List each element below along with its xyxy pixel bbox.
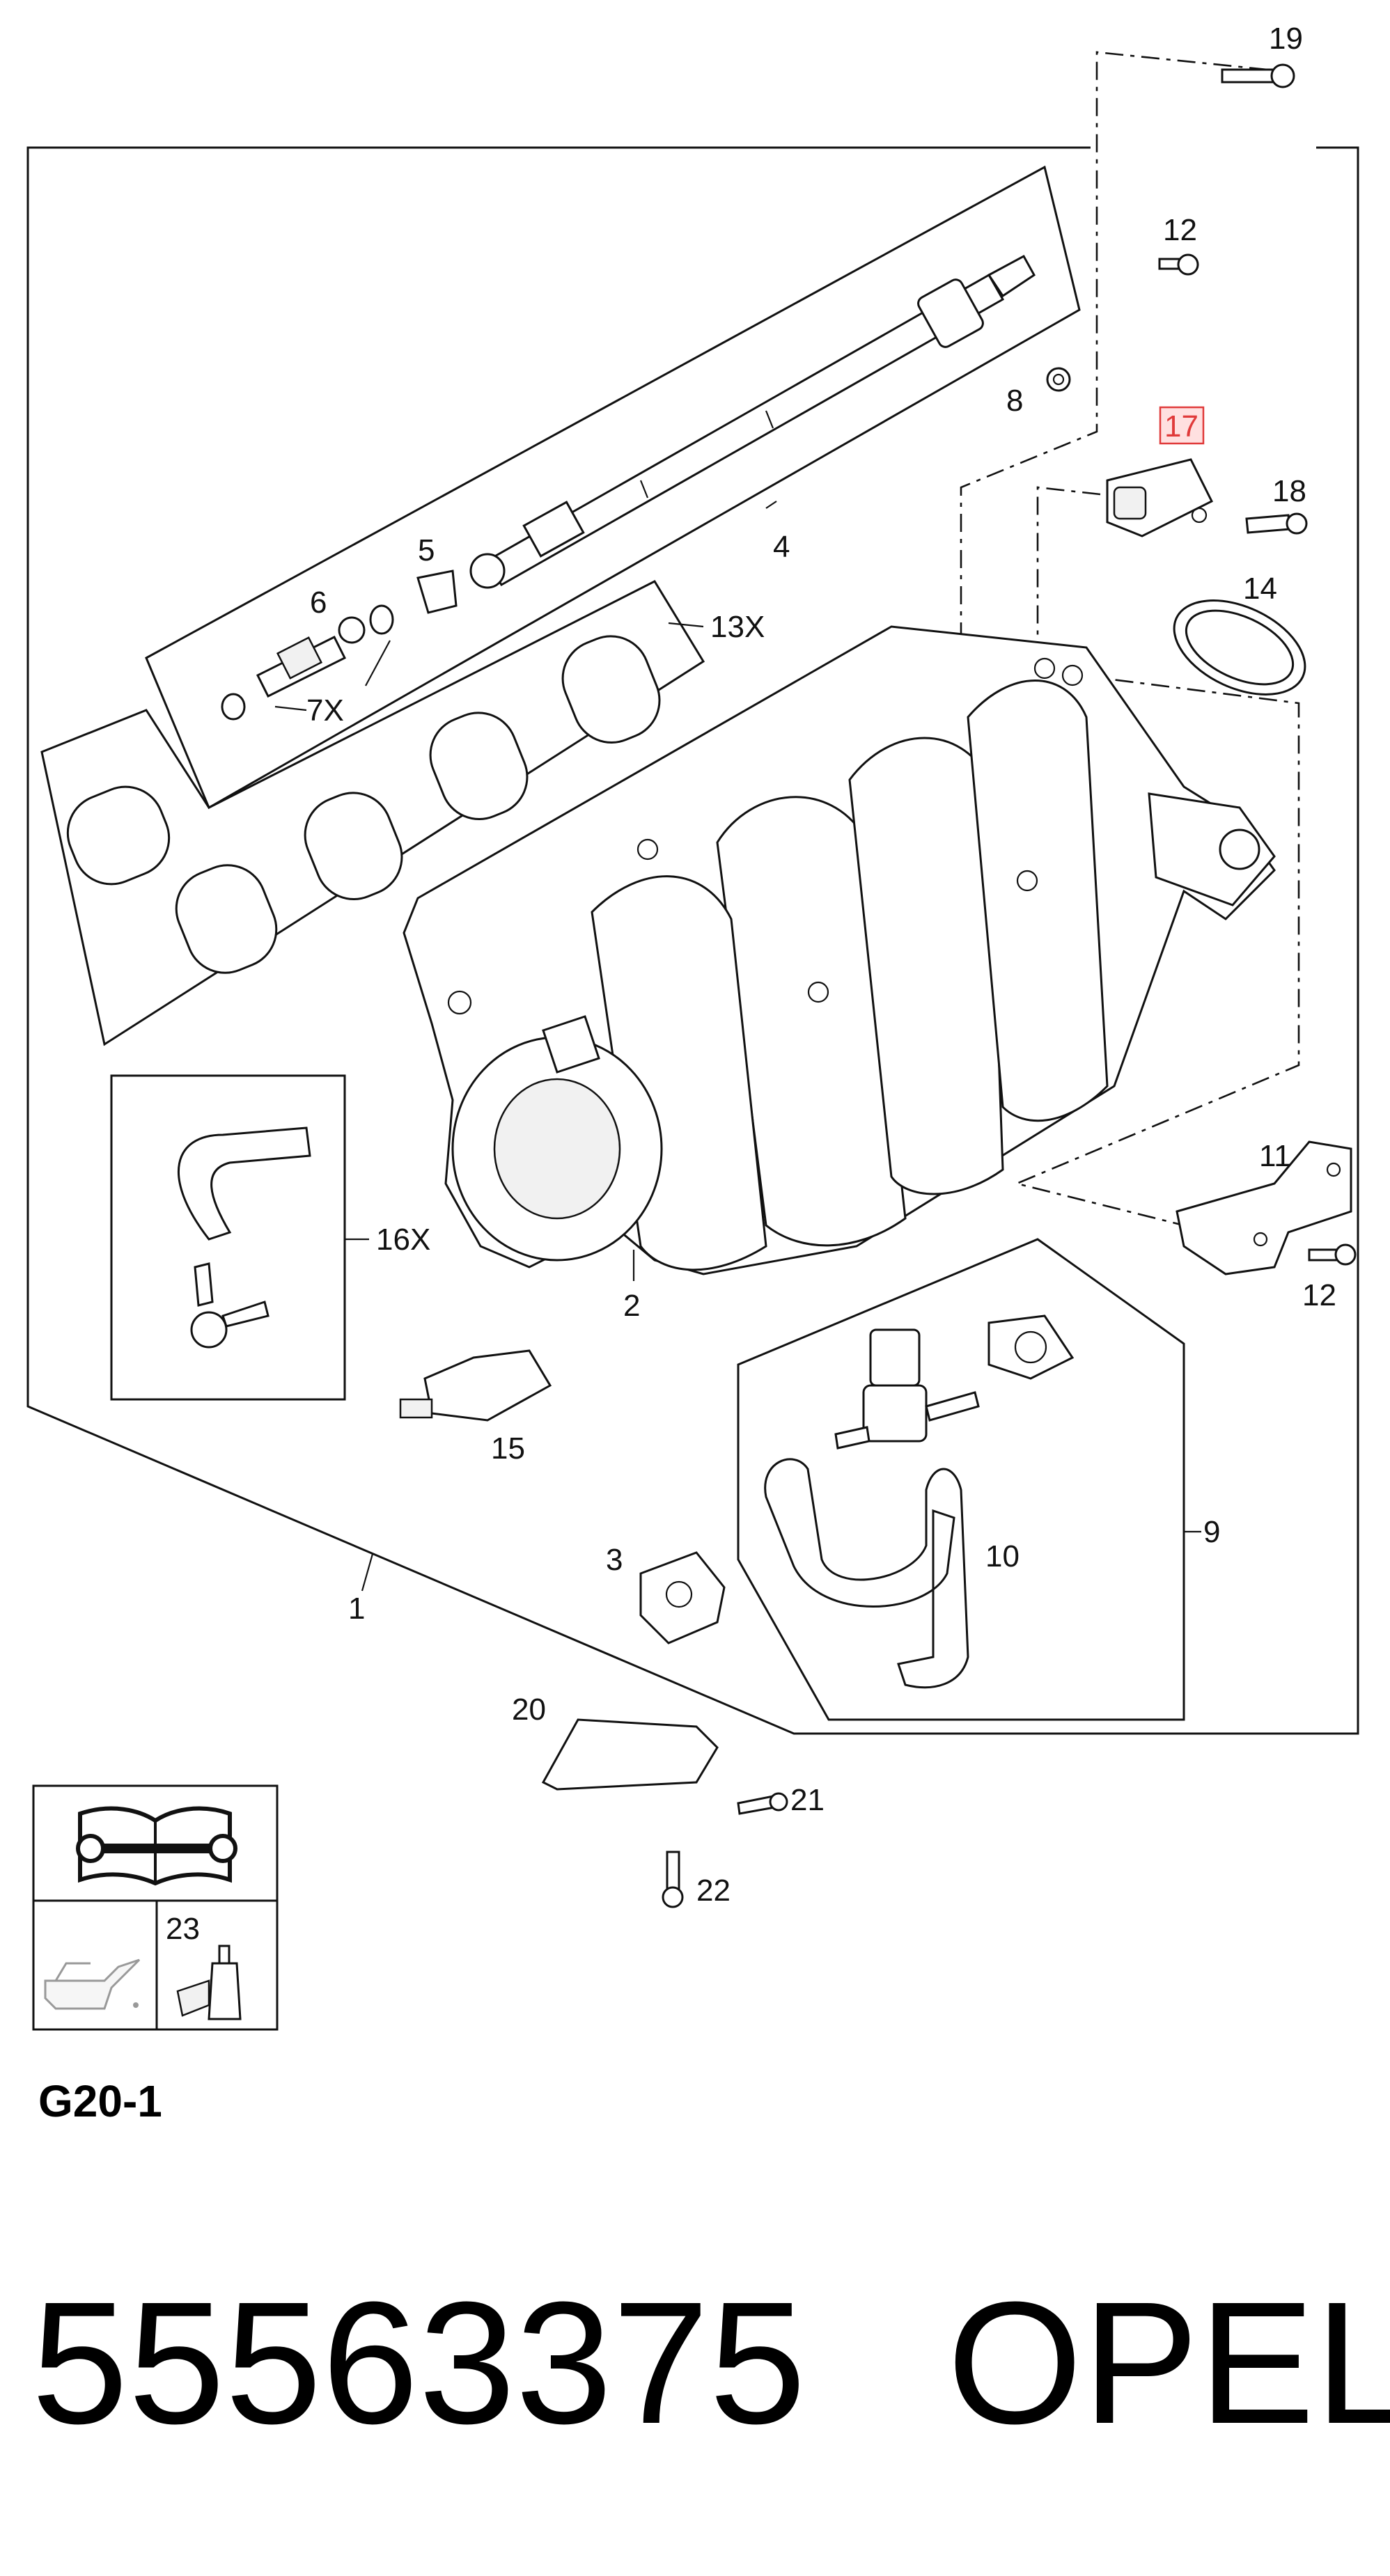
bracket-11: [1176, 1140, 1352, 1275]
assembly-frame: [26, 146, 1359, 1735]
pcv-valve: [834, 1328, 980, 1450]
callout-15: 15: [491, 1431, 525, 1466]
part-15-connector: [399, 1349, 552, 1422]
hose-box-16x: [110, 1074, 369, 1401]
callout-14: 14: [1243, 572, 1277, 606]
bracket-20: [541, 1718, 719, 1791]
callout-3: 3: [606, 1543, 623, 1577]
legend-box: 23: [32, 1784, 279, 2031]
fuel-rail-box: [145, 165, 1081, 810]
pcv-box: [737, 1238, 1201, 1721]
callout-17: 17: [1164, 409, 1198, 443]
retaining-clip: [416, 570, 458, 614]
callout-2: 2: [623, 1289, 640, 1323]
map-sensor-17: [1106, 458, 1214, 537]
repair-manual-wrench-icon: [76, 1806, 237, 1886]
part-3-grommet: [639, 1551, 726, 1644]
callout-6: 6: [310, 586, 327, 620]
callout-10: 10: [985, 1539, 1020, 1573]
callout-labels: 1 2 3 4 5 6 7X 8 9 10 11 12 12 13X 14 15…: [306, 22, 1336, 1908]
bolt-12-bottom: [1308, 1243, 1357, 1266]
fuel-injector: [256, 616, 366, 698]
callout-1: 1: [348, 1592, 365, 1626]
callout-4: 4: [773, 530, 790, 564]
bolt-8: [1046, 367, 1071, 392]
callout-23: 23: [166, 1912, 200, 1946]
callout-13x: 13X: [710, 610, 765, 644]
callout-5: 5: [418, 533, 435, 567]
callout-21: 21: [790, 1783, 825, 1817]
callout-11: 11: [1259, 1139, 1291, 1173]
callout-19: 19: [1269, 22, 1303, 56]
seal-ring-14: [1173, 599, 1306, 696]
bolt-12-top: [1158, 253, 1199, 276]
part-number: 55563375: [31, 2265, 806, 2460]
callout-16x: 16X: [376, 1223, 430, 1257]
gasket-box: [40, 580, 705, 1046]
callout-18: 18: [1272, 474, 1306, 508]
callout-8: 8: [1006, 384, 1023, 418]
callout-17-highlight: [1159, 406, 1205, 445]
pcv-connector: [987, 1314, 1075, 1380]
group-code: G20-1: [38, 2076, 162, 2126]
fuel-rail: [469, 254, 1036, 589]
bolt-21: [737, 1792, 788, 1815]
callout-12-top: 12: [1163, 213, 1197, 247]
sealant-tube-icon: [176, 1945, 242, 2020]
bolt-22: [662, 1851, 684, 1908]
bolt-19: [1221, 63, 1295, 88]
callout-7x: 7X: [306, 693, 344, 728]
pcv-hose: [764, 1458, 969, 1689]
callout-12-bottom: 12: [1302, 1278, 1336, 1312]
o-rings: [221, 604, 394, 721]
intake-manifold: [403, 625, 1276, 1281]
bolt-18: [1191, 507, 1308, 535]
callout-9: 9: [1203, 1515, 1220, 1549]
oil-can-icon: [44, 1958, 141, 2010]
intake-gaskets: [66, 635, 661, 974]
callout-20: 20: [512, 1693, 546, 1727]
callout-22: 22: [696, 1874, 731, 1908]
brand-name: OPEL: [947, 2265, 1390, 2460]
